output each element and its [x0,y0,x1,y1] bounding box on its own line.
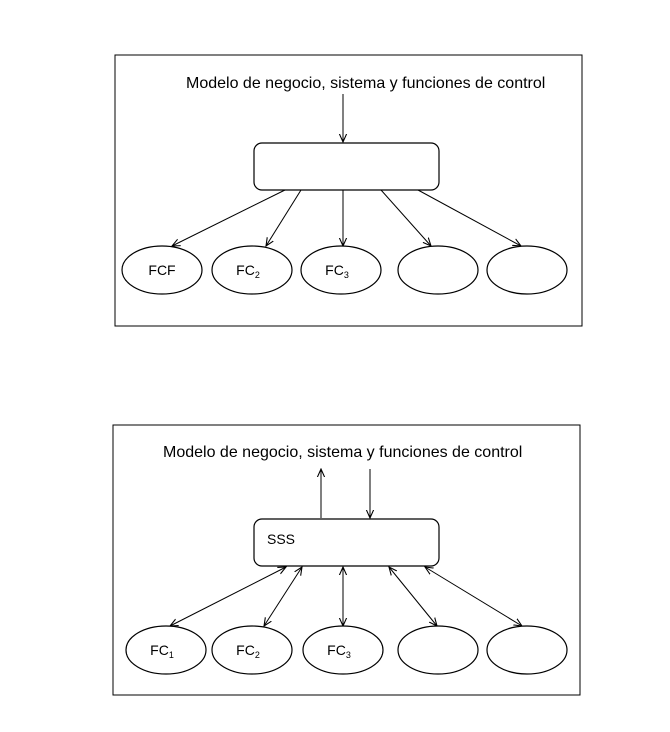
node-label: FC2 [236,262,260,280]
diagram-2-node-5 [486,625,568,675]
diagram-2-arrow-2 [264,567,302,626]
diagram-1-node-5 [486,245,568,295]
diagram-2-node-4 [397,625,479,675]
diagram-2: Modelo de negocio, sistema y funciones d… [112,424,581,696]
node-label: FC3 [325,262,349,280]
diagram-1-arrow-2 [266,189,302,246]
diagram-1-central-box [253,142,440,191]
diagram-1-node-4 [397,245,479,295]
diagram-2-title: Modelo de negocio, sistema y funciones d… [163,444,522,461]
node-label: FC2 [236,642,260,660]
diagram-1: Modelo de negocio, sistema y funciones d… [114,54,583,327]
diagram-2-central-box [253,518,440,567]
diagram-2-node-2: FC2 [211,625,293,675]
diagram-2-arrow-5 [425,567,522,626]
diagram-1-node-1: FCF [121,245,203,295]
diagram-1-arrow-5 [417,189,521,246]
diagram-1-node-2: FC2 [211,245,293,295]
node-label: FC1 [150,642,174,660]
diagram-2-node-3: FC3 [302,625,384,675]
diagram-1-arrow-1 [172,189,286,246]
diagram-1-arrow-4 [380,189,431,246]
diagram-1-node-3: FC3 [300,245,382,295]
diagram-1-title: Modelo de negocio, sistema y funciones d… [186,75,545,92]
diagram-2-box-label: SSS [267,531,295,547]
node-label: FC3 [327,642,351,660]
node-label: FCF [148,262,175,278]
diagram-2-node-1: FC1 [125,625,207,675]
